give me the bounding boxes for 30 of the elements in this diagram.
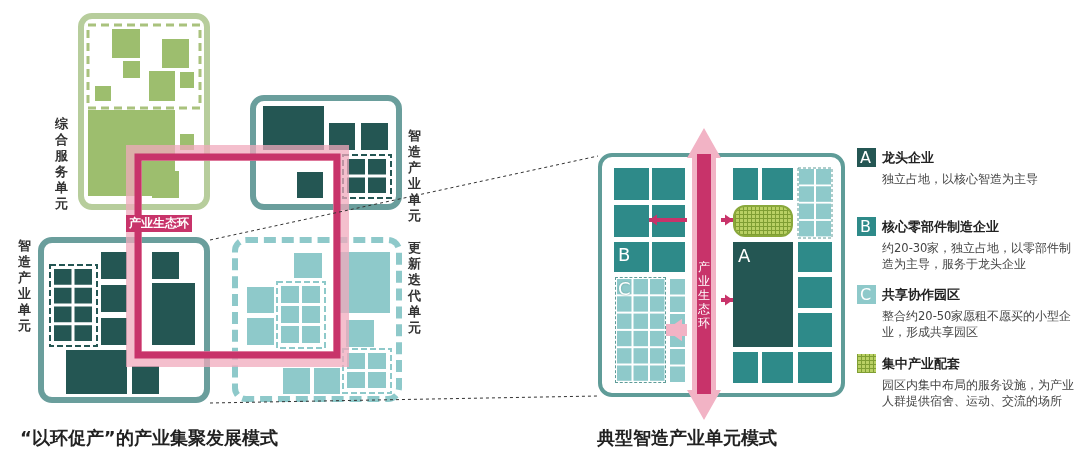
axis-label: 产业生态环 [698, 260, 710, 330]
arrow [666, 318, 687, 342]
unit-label: 智造产业单元 [18, 238, 32, 334]
legend-letter: B [860, 217, 871, 236]
legend-description: 园区内集中布局的服务设施，为产业人群提供宿舍、运动、交流的场所 [882, 377, 1075, 409]
diagram-caption: “以环促产”的产业集聚发展模式 [20, 426, 278, 450]
plot-letter: B [618, 246, 631, 264]
plot-letter: A [738, 247, 751, 265]
unit-label: 综合服务单元 [55, 116, 69, 212]
unit-label: 智造产业单元 [408, 128, 422, 224]
leader-line [209, 395, 599, 404]
leader-line [209, 155, 599, 241]
legend-description: 约20-30家，独立占地，以零部件制造为主导，服务于龙头企业 [882, 240, 1073, 272]
arrow [721, 214, 733, 226]
unit-label: 更新迭代单元 [408, 240, 422, 336]
legend-letter: A [860, 148, 871, 167]
plot-letter: C [618, 280, 631, 298]
legend-heading: 龙头企业 [882, 149, 934, 167]
plot-block [733, 242, 793, 347]
ring-label: 产业生态环 [126, 215, 192, 232]
legend-description: 独立占地，以核心智造为主导 [882, 171, 1039, 187]
legend-heading: 核心零部件制造企业 [882, 218, 999, 236]
facility-block [733, 205, 793, 237]
arrow [649, 214, 687, 226]
arrow [721, 294, 733, 306]
legend-heading: 集中产业配套 [882, 355, 960, 373]
legend-heading: 共享协作园区 [882, 286, 960, 304]
diagram-caption: 典型智造产业单元模式 [597, 426, 777, 450]
legend-description: 整合约20-50家愿租不愿买的小型企业，形成共享园区 [882, 308, 1073, 340]
legend-letter: C [860, 285, 872, 304]
